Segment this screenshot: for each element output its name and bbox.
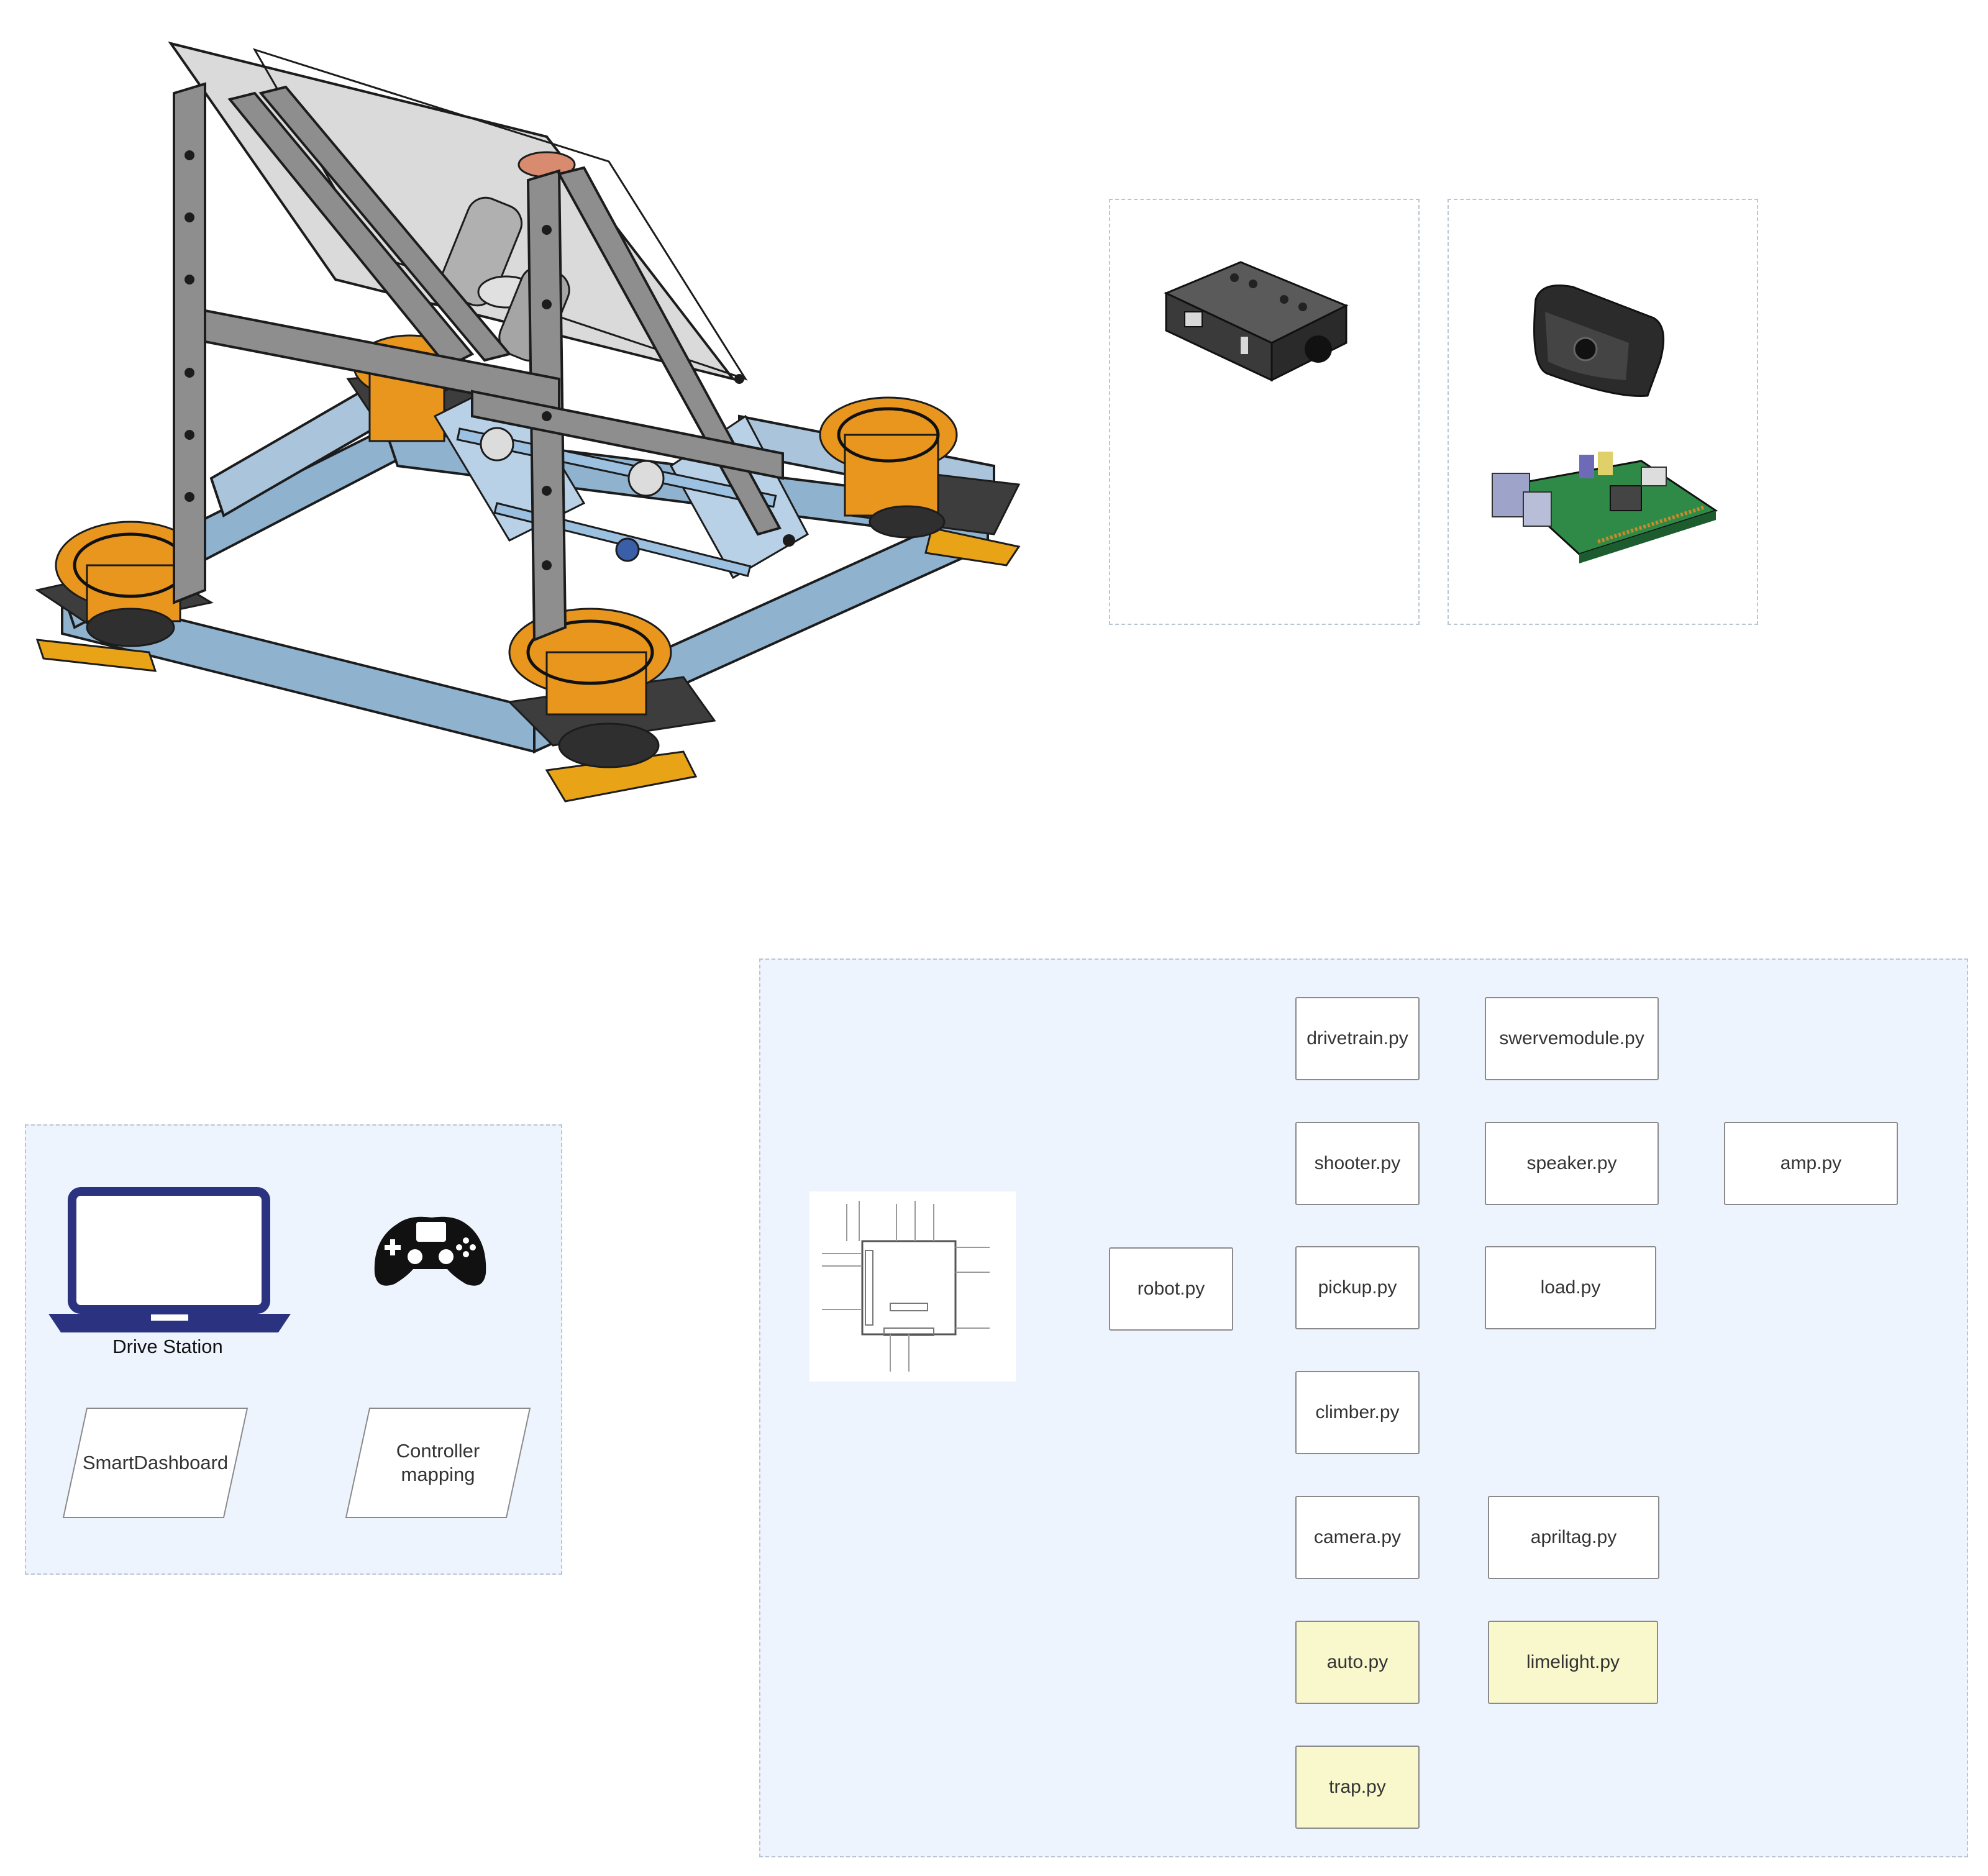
- file-auto[interactable]: auto.py: [1295, 1621, 1420, 1704]
- file-limelight[interactable]: limelight.py: [1488, 1621, 1658, 1704]
- laptop-icon: [48, 1187, 291, 1332]
- gamepad-icon: [374, 1216, 486, 1286]
- file-amp[interactable]: amp.py: [1724, 1122, 1898, 1205]
- file-shooter[interactable]: shooter.py: [1295, 1122, 1420, 1205]
- controller-mapping-label: Controller mapping: [396, 1440, 480, 1485]
- file-pickup[interactable]: pickup.py: [1295, 1246, 1420, 1329]
- robot-cad-illustration: [35, 41, 1021, 803]
- file-camera[interactable]: camera.py: [1295, 1496, 1420, 1579]
- drive-station-label: Drive Station: [112, 1336, 223, 1357]
- file-speaker[interactable]: speaker.py: [1485, 1122, 1659, 1205]
- file-load[interactable]: load.py: [1485, 1246, 1656, 1329]
- file-apriltag[interactable]: apriltag.py: [1488, 1496, 1659, 1579]
- file-climber[interactable]: climber.py: [1295, 1371, 1420, 1454]
- controller-mapping-node[interactable]: Controller mapping: [345, 1407, 531, 1519]
- raspberry-pi-icon: [1492, 452, 1718, 563]
- coprocessor-panel: [1448, 199, 1758, 625]
- smartdashboard-node[interactable]: SmartDashboard: [62, 1407, 248, 1519]
- webcam-icon: [1533, 285, 1665, 398]
- limelight-panel: [1109, 199, 1420, 625]
- limelight-camera-icon: [1164, 261, 1349, 382]
- roborio-schematic-icon: [809, 1191, 1016, 1382]
- file-swervemodule[interactable]: swervemodule.py: [1485, 997, 1659, 1080]
- yellow-skids: [35, 527, 1021, 803]
- file-drivetrain[interactable]: drivetrain.py: [1295, 997, 1420, 1080]
- smartdashboard-label: SmartDashboard: [82, 1452, 229, 1473]
- file-trap[interactable]: trap.py: [1295, 1746, 1420, 1829]
- rivet-holes: [185, 150, 795, 570]
- file-robot[interactable]: robot.py: [1109, 1247, 1233, 1331]
